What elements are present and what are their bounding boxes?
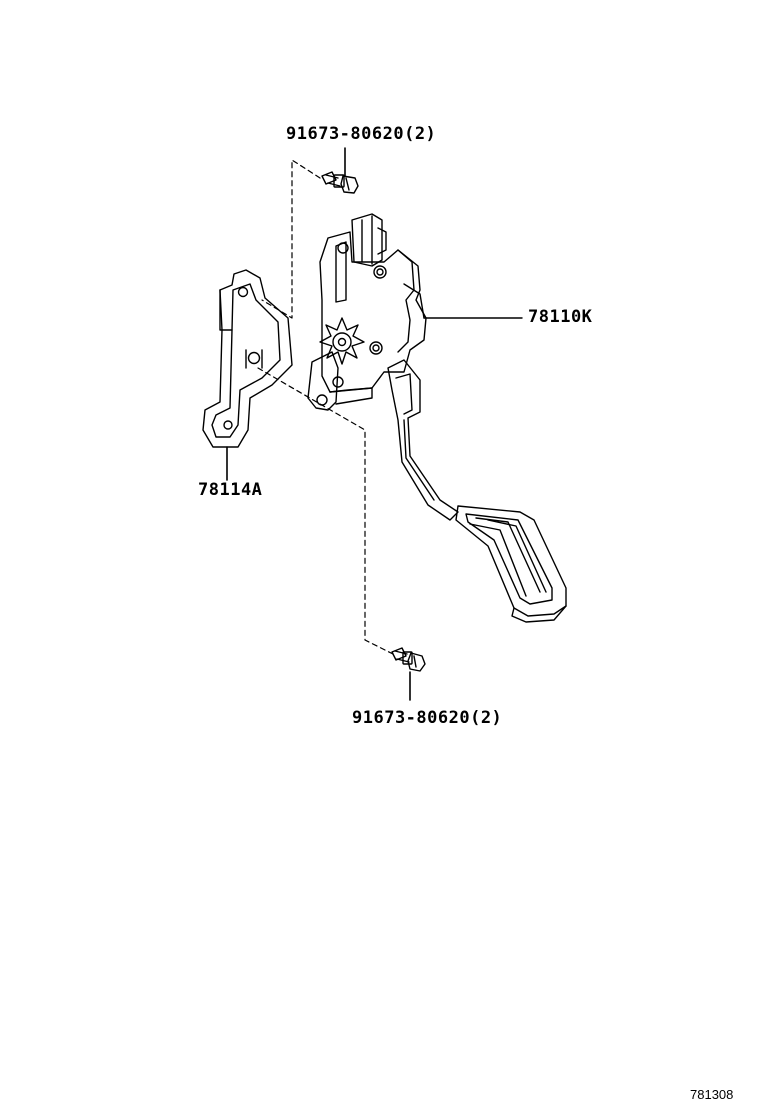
label-bolt-top: 91673-80620(2): [286, 124, 437, 144]
label-pedal-assembly: 78110K: [528, 307, 593, 327]
bracket-78114A: [202, 269, 293, 481]
illustration-reference-number: 781308: [690, 1087, 734, 1102]
label-bracket: 78114A: [198, 480, 263, 500]
top-bolt: [321, 147, 359, 194]
pedal-assembly-78110K: [307, 213, 567, 623]
label-bolt-bottom: 91673-80620(2): [352, 708, 503, 728]
bottom-bolt: [391, 647, 426, 701]
guide-lines: [257, 159, 396, 656]
